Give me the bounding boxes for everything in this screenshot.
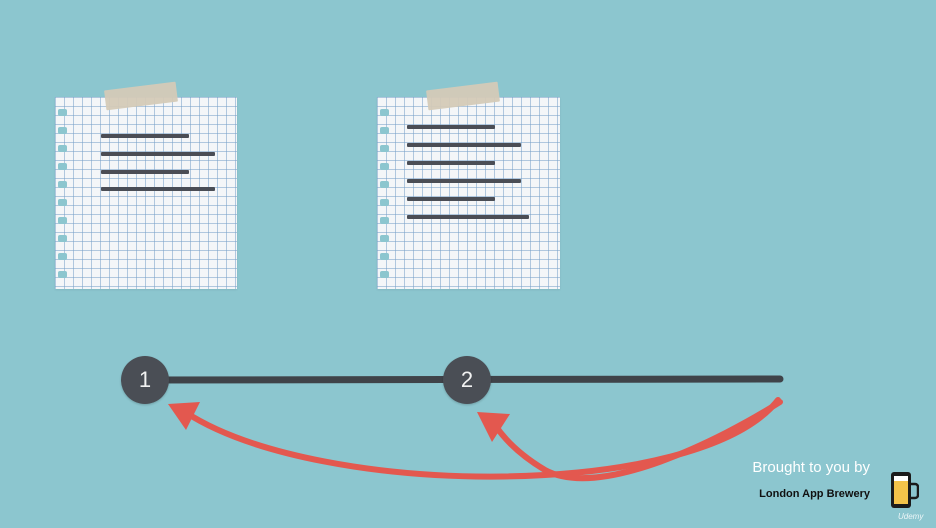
text-line <box>407 215 529 219</box>
text-line <box>407 197 495 201</box>
return-arrow-1 <box>182 397 781 480</box>
text-line <box>101 134 189 138</box>
paper-note-1 <box>55 97 237 289</box>
text-line <box>407 143 521 147</box>
binder-holes <box>380 105 390 285</box>
paper-note-2 <box>377 97 560 289</box>
credit-block: Brought to you by London App Brewery <box>752 459 870 500</box>
brand-name: London App Brewery <box>759 488 870 500</box>
credit-subtitle: Brought to you by <box>752 459 870 476</box>
beer-glass-logo-icon <box>891 472 919 508</box>
binder-holes <box>58 105 68 285</box>
text-line <box>101 170 189 174</box>
arrowhead-icon <box>168 402 200 430</box>
text-line <box>407 161 495 165</box>
step-node-2: 2 <box>443 356 491 404</box>
text-line <box>101 152 215 156</box>
return-arrow-2 <box>492 399 783 482</box>
udemy-watermark: Udemy <box>898 512 924 521</box>
step-node-1: 1 <box>121 356 169 404</box>
text-line <box>407 179 521 183</box>
text-line <box>101 187 215 191</box>
text-line <box>407 125 495 129</box>
arrowhead-icon <box>477 412 510 442</box>
